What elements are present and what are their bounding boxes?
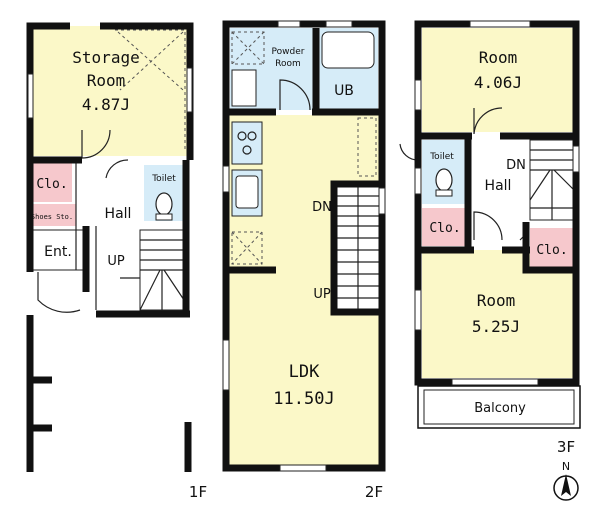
door-swing-powder	[279, 79, 311, 111]
shoes-storage-label: Shoes Sto.	[31, 213, 73, 221]
closet-3f-right-label: Clo.	[536, 243, 567, 258]
room-top-name: Room	[479, 48, 518, 67]
washbasin-icon	[231, 69, 257, 107]
stairs-1f-icon	[120, 229, 185, 311]
closet-3f-left-area	[422, 208, 468, 246]
powder-room-label1: Powder	[272, 47, 305, 57]
balcony-label: Balcony	[474, 401, 526, 416]
floor-1f: Storage Room 4.87J Clo. Shoes Sto. Ent. …	[26, 22, 207, 501]
dn-3f-label: DN	[506, 158, 526, 173]
storage-room-area	[30, 26, 188, 156]
ub-label: UB	[334, 83, 354, 99]
room-top-area	[422, 28, 574, 132]
room-top-size: 4.06J	[474, 73, 522, 92]
compass-north-label: N	[562, 460, 570, 473]
entrance-label: Ent.	[44, 244, 72, 260]
hall-3f-label: Hall	[485, 178, 512, 194]
door-swing-entrance	[37, 272, 81, 313]
compass-icon: N	[553, 460, 579, 501]
toilet-1f-label: Toilet	[151, 174, 176, 184]
stairs-3f-icon	[529, 139, 575, 221]
toilet-3f-bowl-icon	[435, 168, 453, 192]
room-bottom-name: Room	[477, 291, 516, 310]
floor-3f: Room 4.06J Toilet DN Hall Clo. Clo. Room…	[399, 20, 581, 456]
room-bottom-size: 5.25J	[472, 317, 520, 336]
storage-shelf-2f	[357, 117, 377, 177]
floor-1f-label: 1F	[189, 483, 207, 501]
shoes-storage-area	[30, 204, 76, 226]
ldk-label: LDK	[289, 362, 320, 382]
door-swing-storage	[81, 129, 111, 159]
hall-1f-label: Hall	[105, 206, 132, 222]
closet-3f-left-label: Clo.	[429, 221, 460, 236]
storage-room-name: Storage	[72, 48, 139, 67]
stairs-2f-icon	[335, 185, 383, 311]
closet-1f-label: Clo.	[36, 177, 67, 192]
fridge-area	[231, 231, 263, 265]
stove-area	[231, 121, 263, 165]
up-1f-label: UP	[107, 254, 125, 269]
storage-room-name2: Room	[87, 71, 126, 90]
storage-room-size: 4.87J	[82, 95, 130, 114]
closet-3f-right-area	[530, 228, 574, 268]
room-bottom-area	[422, 250, 574, 378]
up-2f-label: UP	[313, 287, 331, 302]
toilet-bowl-icon	[155, 192, 173, 216]
bathtub-icon	[321, 31, 375, 69]
door-swing-hall	[105, 159, 129, 179]
dn-2f-label: DN	[312, 200, 332, 215]
ldk-size: 11.50J	[273, 389, 334, 409]
floor-2f-label: 2F	[365, 483, 383, 501]
closet-1f-area	[30, 162, 72, 202]
toilet-3f-label: Toilet	[429, 152, 454, 162]
balcony-area	[417, 385, 581, 429]
ldk-area	[226, 115, 382, 468]
floor-3f-label: 3F	[557, 438, 575, 456]
powder-room-label2: Room	[275, 59, 301, 69]
floor-2f: Powder Room UB DN UP LDK 11.50J 2F	[222, 20, 386, 501]
sink-icon	[235, 175, 259, 209]
